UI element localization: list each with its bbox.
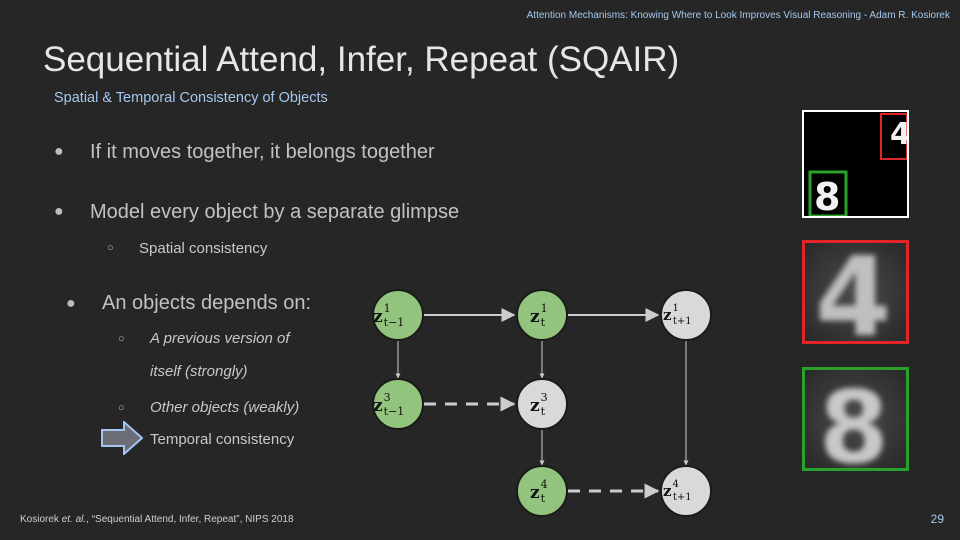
- citation-author: Kosiorek: [20, 514, 62, 525]
- citation: Kosiorek et. al., “Sequential Attend, In…: [20, 514, 294, 525]
- running-title: Attention Mechanisms: Knowing Where to L…: [526, 10, 950, 21]
- bullet-marker: ●: [54, 143, 64, 160]
- glimpse-red-image: 4: [802, 233, 909, 361]
- svg-text:z1t+1: z1t+1: [663, 303, 692, 327]
- slide-subtitle: Spatial & Temporal Consistency of Object…: [54, 90, 328, 106]
- svg-text:z4t: z4t: [530, 478, 548, 505]
- slide-title: Sequential Attend, Infer, Repeat (SQAIR): [43, 40, 680, 79]
- right-arrow-icon: [101, 421, 143, 455]
- bullet-marker: ●: [66, 295, 76, 312]
- citation-etal: et. al.: [61, 514, 87, 525]
- sub-bullet-text-continued: itself (strongly): [150, 363, 248, 380]
- bullet-text: Model every object by a separate glimpse: [90, 201, 460, 223]
- svg-text:4: 4: [890, 117, 907, 152]
- svg-text:8: 8: [819, 370, 889, 468]
- svg-text:4: 4: [815, 243, 892, 341]
- bullet-text: If it moves together, it belongs togethe…: [90, 141, 435, 163]
- svg-text:z3t: z3t: [530, 391, 548, 418]
- svg-text:z1t−1: z1t−1: [373, 302, 404, 329]
- svg-text:8: 8: [814, 175, 840, 216]
- sub-bullet-text: Spatial consistency: [139, 240, 268, 257]
- sub-bullet-marker: ○: [118, 402, 125, 414]
- sub-bullet-text: Temporal consistency: [150, 431, 295, 448]
- citation-title: , “Sequential Attend, Infer, Repeat”, NI…: [86, 514, 294, 525]
- svg-text:z3t−1: z3t−1: [373, 391, 404, 418]
- bullet-text: An objects depends on:: [102, 292, 312, 314]
- frame-with-detections-image: 4 8: [802, 110, 911, 219]
- svg-text:z1t: z1t: [530, 302, 548, 329]
- svg-text:z4t+1: z4t+1: [663, 479, 692, 503]
- sub-bullet-text: A previous version of: [150, 330, 290, 347]
- sub-bullet-text: Other objects (weakly): [150, 399, 300, 416]
- sub-bullet-marker: ○: [118, 333, 125, 345]
- page-number: 29: [930, 512, 944, 526]
- sub-bullet-marker: ○: [107, 242, 114, 254]
- bullet-marker: ●: [54, 203, 64, 220]
- glimpse-green-image: 8: [802, 367, 909, 486]
